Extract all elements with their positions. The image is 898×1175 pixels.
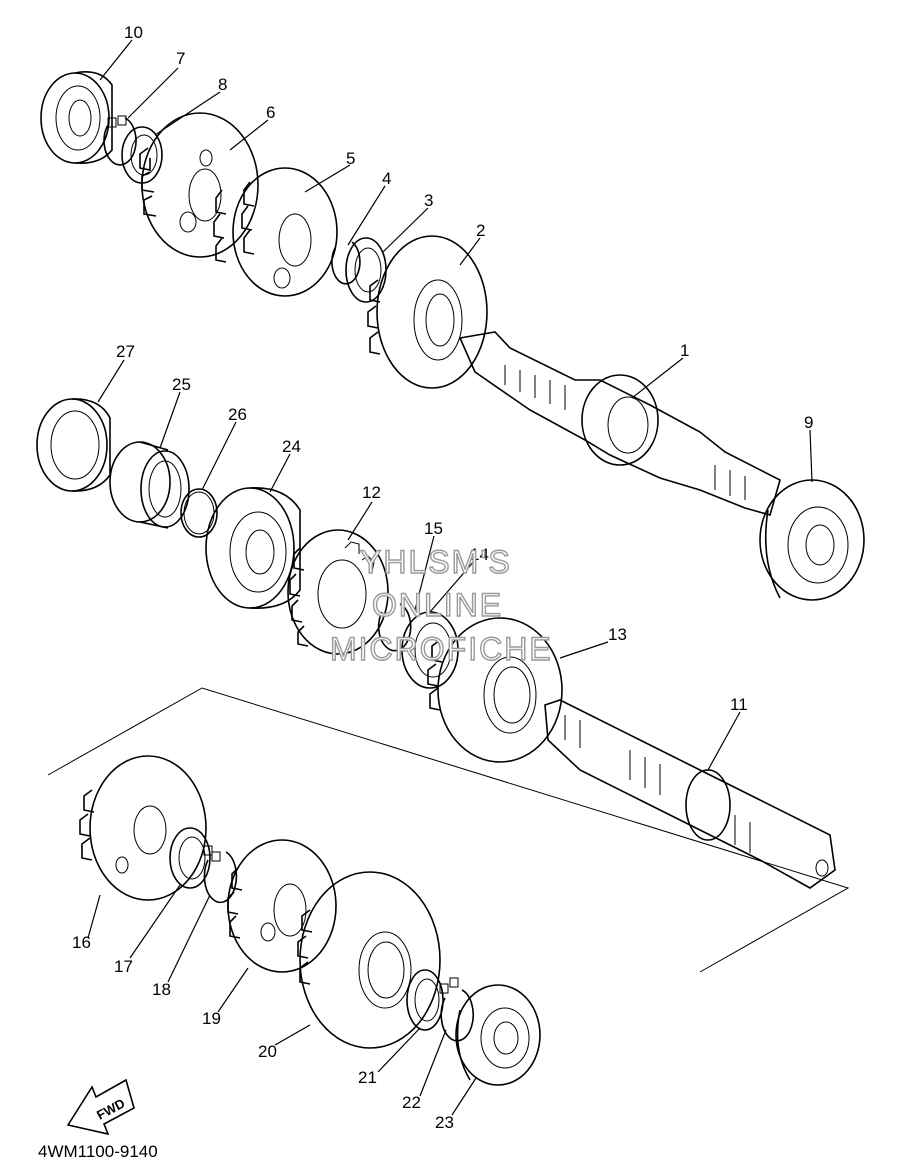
part-9-bearing-icon: [759, 479, 865, 601]
callout-5: 5: [346, 149, 355, 168]
part-3-washer-icon: [345, 237, 387, 303]
part-1-gear-shaft-icon: [458, 331, 781, 516]
part-10-bearing-icon: [40, 71, 113, 165]
callout-6: 6: [266, 103, 275, 122]
part-11-shaft-icon: [544, 699, 836, 889]
part-5-gear-icon: [213, 167, 338, 297]
callout-25: 25: [172, 375, 191, 394]
callout-8: 8: [218, 75, 227, 94]
callout-27: 27: [116, 342, 135, 361]
part-16-gear-icon: [79, 755, 207, 901]
part-18-circlip-icon: [203, 845, 238, 904]
watermark-line-1: YHLSM'S: [360, 544, 512, 580]
drawing-code: 4WM1100-9140: [38, 1142, 158, 1161]
part-4-circlip-icon: [331, 241, 361, 285]
callout-23: 23: [435, 1113, 454, 1132]
callout-15: 15: [424, 519, 443, 538]
part-20-gear-icon: [297, 871, 441, 1049]
watermark-line-2: ONLINE: [372, 587, 503, 623]
callout-9: 9: [804, 413, 813, 432]
part-12-gear-icon: [287, 529, 389, 655]
callout-2: 2: [476, 221, 485, 240]
callout-10: 10: [124, 23, 143, 42]
part-6-gear-icon: [139, 112, 259, 258]
callout-19: 19: [202, 1009, 221, 1028]
fwd-arrow-icon: FWD: [66, 1078, 135, 1136]
part-25-collar-icon: [109, 441, 190, 529]
callout-7: 7: [176, 49, 185, 68]
part-17-washer-icon: [169, 827, 211, 889]
callout-20: 20: [258, 1042, 277, 1061]
callout-21: 21: [358, 1068, 377, 1087]
part-14-circlip-icon: [377, 603, 412, 652]
callout-11: 11: [730, 695, 748, 714]
part-23-bearing-icon: [455, 984, 541, 1086]
callout-14: 14: [470, 545, 489, 564]
callout-12: 12: [362, 483, 381, 502]
callout-17: 17: [114, 957, 133, 976]
callout-1: 1: [680, 341, 689, 360]
part-26-o-ring-icon: [180, 488, 218, 538]
part-13-gear-icon: [427, 617, 563, 763]
callout-3: 3: [424, 191, 433, 210]
fwd-label: FWD: [94, 1096, 127, 1123]
leader-lines: [87, 39, 813, 1116]
watermark: YHLSM'S ONLINE MICROFICHE: [329, 543, 553, 667]
callout-24: 24: [282, 437, 301, 456]
callout-13: 13: [608, 625, 627, 644]
callout-18: 18: [152, 980, 171, 999]
part-21-washer-icon: [406, 969, 444, 1031]
part-24-bearing-icon: [205, 487, 301, 609]
part-22-circlip-icon: [439, 977, 475, 1042]
callout-4: 4: [382, 169, 391, 188]
part-2-gear-icon: [367, 235, 488, 389]
callout-26: 26: [228, 405, 247, 424]
part-27-oil-seal-icon: [36, 398, 111, 492]
part-19-gear-icon: [227, 839, 337, 973]
watermark-line-3: MICROFICHE: [330, 631, 553, 667]
assembly-group-outline: [47, 687, 850, 973]
callout-16: 16: [72, 933, 91, 952]
callout-22: 22: [402, 1093, 421, 1112]
